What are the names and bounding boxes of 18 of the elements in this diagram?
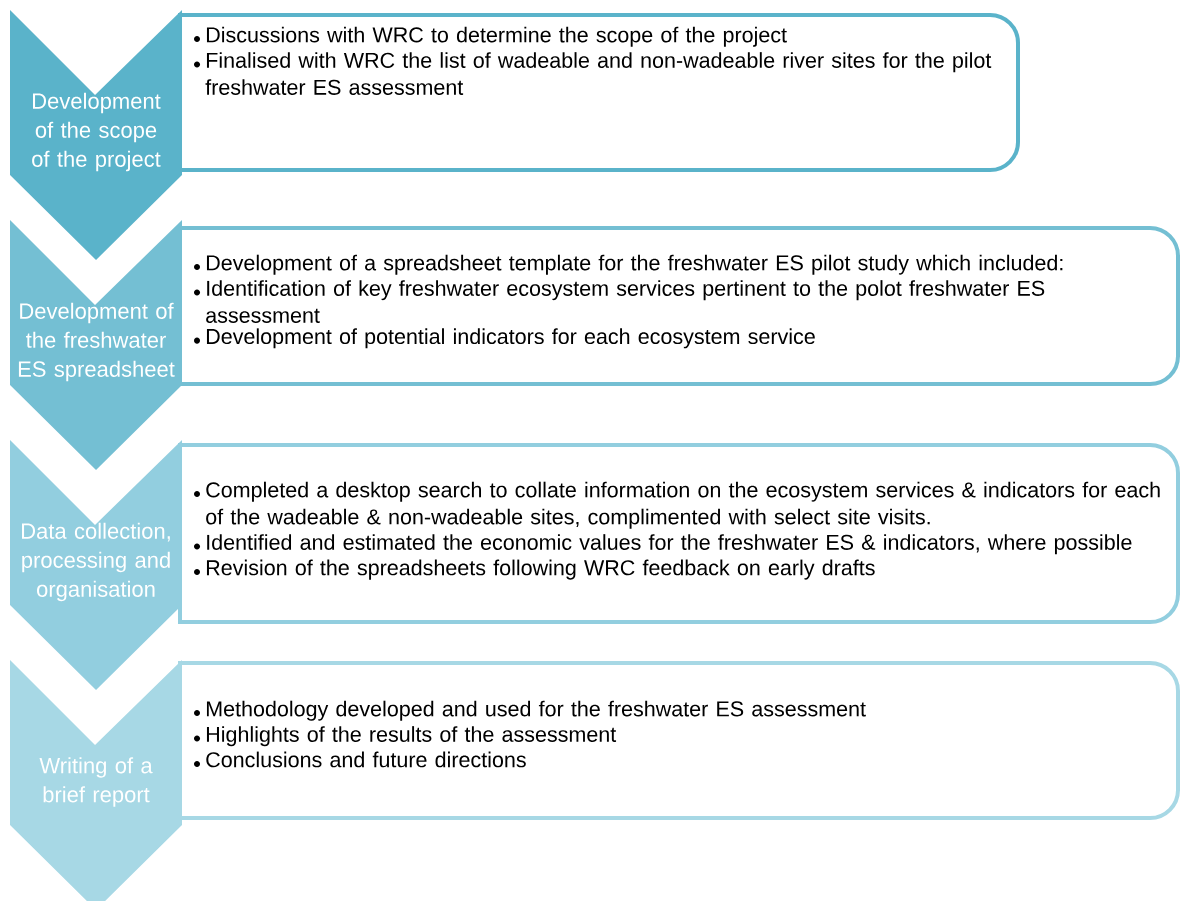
process-step: Data collection, processing and organisation [10, 440, 182, 690]
text-box [178, 443, 1180, 624]
text-box [178, 226, 1180, 386]
bullet-point: Identified and estimated the economic values for the freshwater ES & indicators, where possible [194, 534, 1132, 555]
bullet-point: Discussions with WRC to determine the scope of the project [194, 26, 787, 47]
process-step: Development of the freshwater ES spreadsheet [10, 220, 182, 470]
text-box [178, 661, 1180, 820]
process-step: Writing of a brief report [10, 660, 182, 901]
bullet-point: Development of potential indicators for each ecosystem service [194, 328, 815, 349]
bullet-point: Finalised with WRC the list of wadeable and non-wadeable river sites for the pilot freshwater ES assessment [194, 52, 992, 95]
process-step: Development of the scope of the project [10, 10, 182, 260]
bullet-point: Conclusions and future directions [194, 751, 526, 768]
bullet-point: Development of a spreadsheet template for the freshwater ES pilot study which included: [194, 254, 1063, 275]
bullet-point: Revision of the spreadsheets following WRC feedback on early drafts [194, 559, 875, 580]
bullet-point: Methodology developed and used for the freshwater ES assessment [194, 700, 866, 721]
bullet-point: Completed a desktop search to collate information on the ecosystem services & indicators for each of the wadeable & non-wadeable sites, complimented with select site visits. [194, 481, 1160, 529]
bullet-point: Identification of key freshwater ecosystem services pertinent to the polot freshwater ES assessment [194, 280, 1045, 323]
bullet-point: Highlights of the results of the assessment [194, 726, 617, 747]
